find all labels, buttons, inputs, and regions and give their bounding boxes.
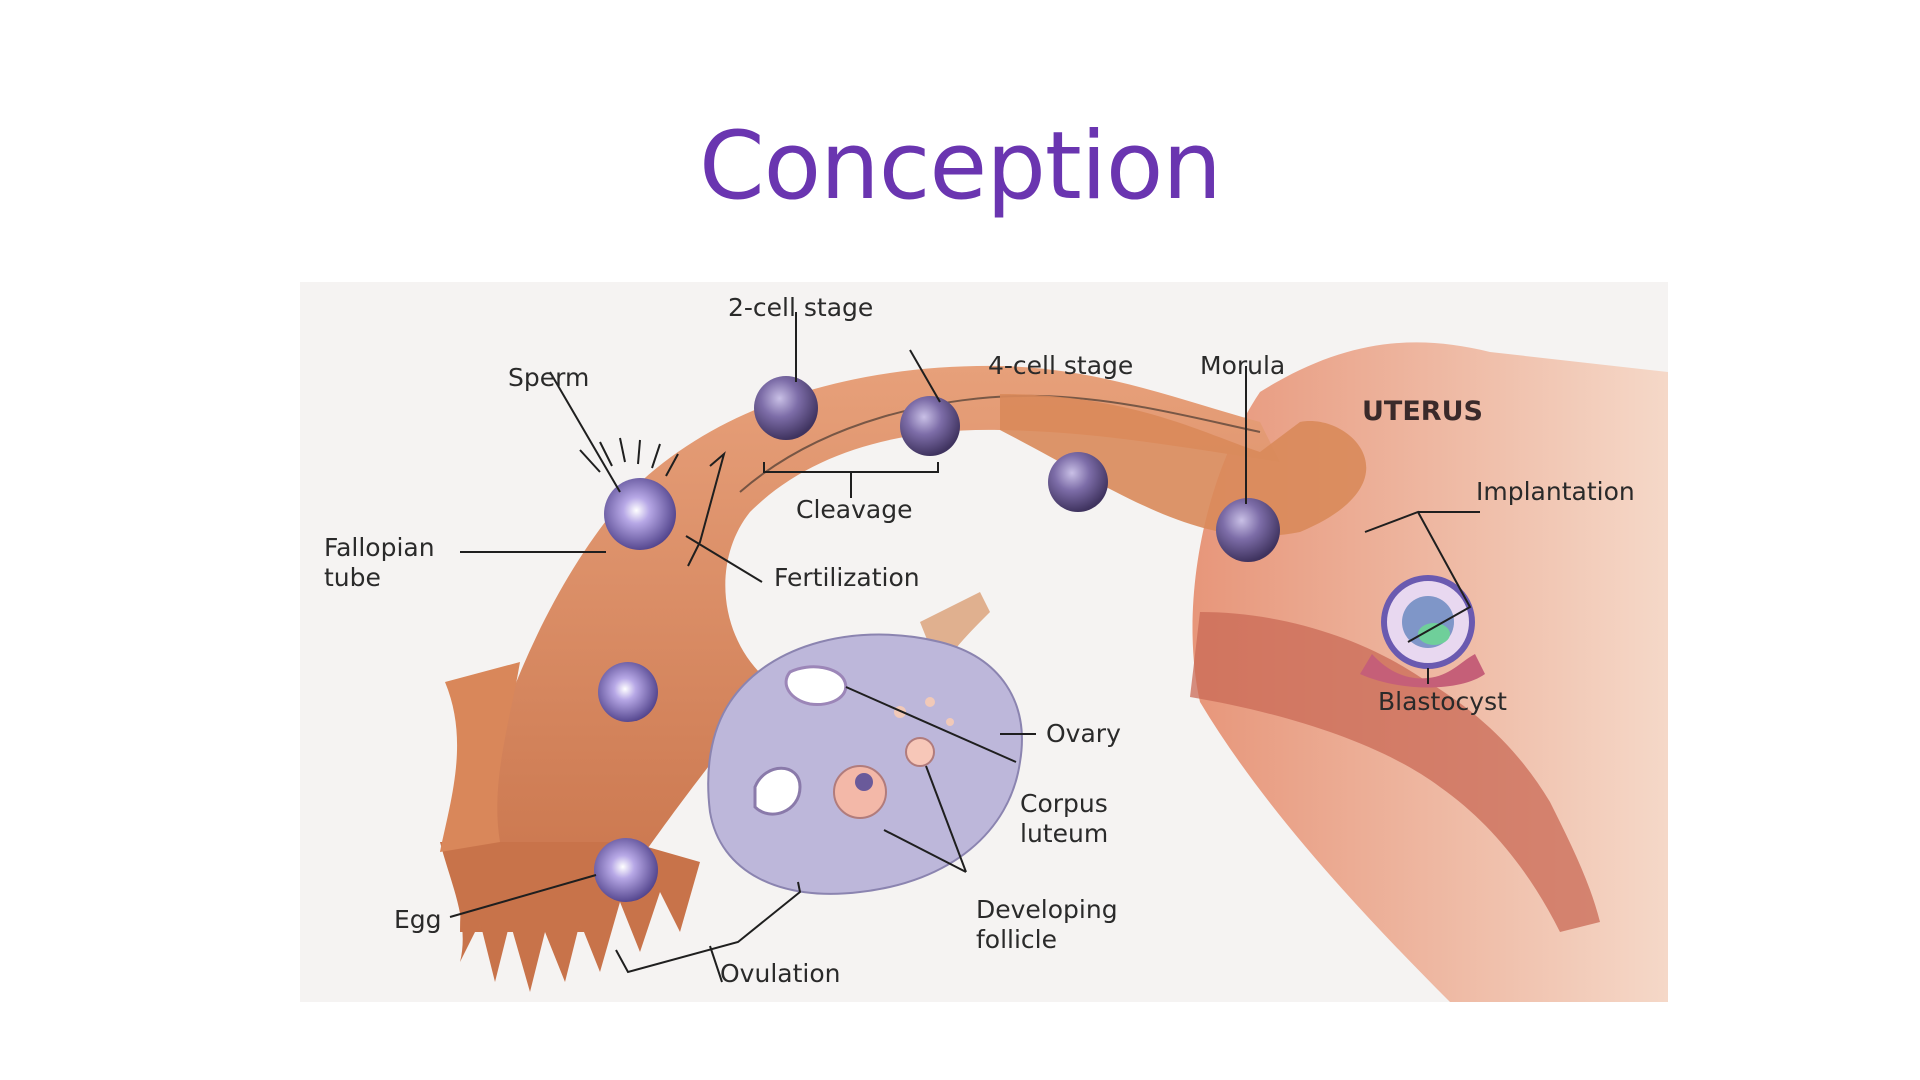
slide-title: Conception <box>699 112 1222 221</box>
follicle-2 <box>905 737 935 767</box>
fertilized-egg <box>604 478 676 550</box>
label-morula: Morula <box>1200 351 1285 380</box>
leader-sperm <box>549 371 621 493</box>
morula-cell <box>1216 498 1280 562</box>
bracket-ovulation <box>615 881 802 974</box>
label-sperm: Sperm <box>508 363 589 392</box>
label-ovary: Ovary <box>1046 719 1121 748</box>
leader-follicle-a <box>883 829 967 873</box>
leader-follicle-b <box>925 765 967 873</box>
label-two-cell-stage: 2-cell stage <box>728 293 873 322</box>
label-uterus: UTERUS <box>1362 396 1483 427</box>
egg-mid <box>598 662 658 722</box>
follicle-1-oocyte <box>855 773 873 791</box>
label-corpus-luteum-line-1: Corpus <box>1020 789 1108 818</box>
bracket-implantation <box>1364 510 1472 643</box>
four-cell-stage-cell <box>900 396 960 456</box>
label-ovulation: Ovulation <box>720 959 840 988</box>
leader-fertilization <box>685 535 763 583</box>
fimbriae-left <box>440 662 520 852</box>
label-fallopian-tube-line-2: tube <box>324 563 381 592</box>
leader-egg <box>449 874 597 918</box>
sperm-tails <box>579 437 679 477</box>
ovulated-egg <box>594 838 658 902</box>
leader-ovulation <box>709 945 723 983</box>
label-four-cell-stage: 4-cell stage <box>988 351 1133 380</box>
label-implantation: Implantation <box>1476 477 1635 506</box>
ovary-shape <box>707 633 1023 895</box>
tube-to-uterus <box>1000 394 1367 536</box>
uterus-cavity <box>1190 612 1600 932</box>
label-corpus-luteum-line-2: luteum <box>1020 819 1108 848</box>
corpus-luteum-mark <box>784 665 848 707</box>
cell-8 <box>1048 452 1108 512</box>
label-blastocyst: Blastocyst <box>1378 687 1507 716</box>
label-developing-follicle-line-2: follicle <box>976 925 1057 954</box>
label-fallopian-tube-line-1: Fallopian <box>324 533 435 562</box>
bracket-sperm <box>687 451 726 567</box>
label-cleavage: Cleavage <box>796 495 912 524</box>
conception-diagram: 2-cell stage 4-cell stage Morula Sperm U… <box>300 282 1668 1002</box>
implantation-site <box>1360 654 1485 688</box>
leader-corpus-luteum <box>845 686 1017 763</box>
ruptured-follicle <box>753 766 802 816</box>
blastocyst-mass <box>1418 623 1450 645</box>
label-developing-follicle-line-1: Developing <box>976 895 1118 924</box>
label-fertilization: Fertilization <box>774 563 920 592</box>
two-cell-stage-cell <box>754 376 818 440</box>
leader-four-cell <box>909 349 941 403</box>
follicle-1 <box>833 765 887 819</box>
label-egg: Egg <box>394 905 442 934</box>
